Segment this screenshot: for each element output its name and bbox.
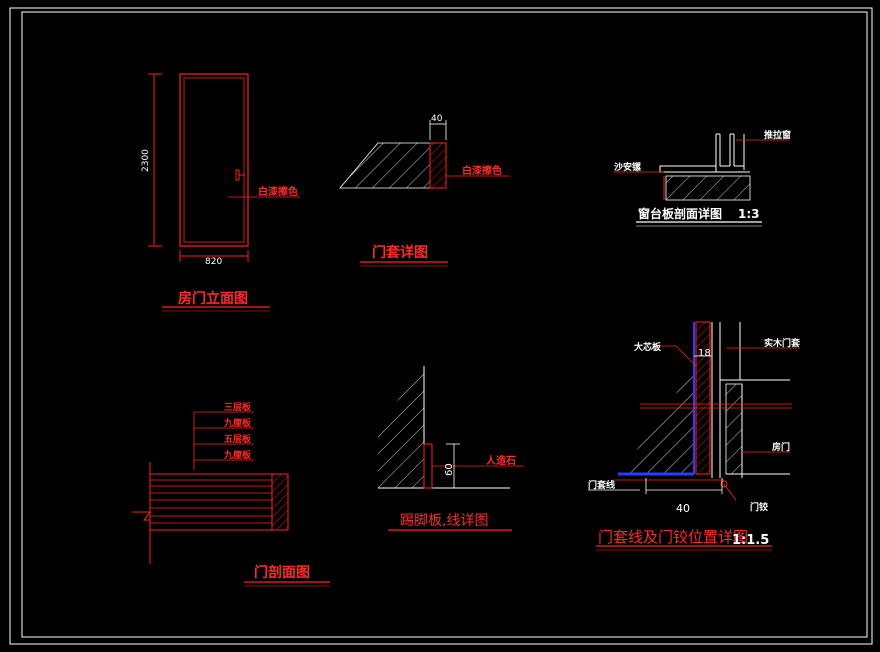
baseboard-material-label: 人造石	[486, 454, 516, 467]
sill-detail-scale: 1:3	[738, 207, 760, 221]
hinge-detail	[588, 321, 800, 551]
hinge-label-right-bottom: 门铰	[750, 501, 768, 513]
hinge-detail-title: 门套线及门铰位置详图	[598, 528, 748, 546]
window-sill-detail	[614, 133, 790, 227]
hinge-label-left-bottom: 门套线	[588, 479, 615, 491]
section-layer-1: 三层板	[224, 401, 252, 413]
sill-label-left: 沙安镙	[614, 161, 641, 173]
hinge-detail-scale: 1:1.5	[732, 533, 769, 548]
hinge-label-left-top: 大芯板	[634, 341, 662, 353]
section-layer-2: 九厘板	[223, 417, 252, 429]
door-elevation-title: 房门立面图	[178, 290, 248, 307]
casing-finish-label: 白漆擦色	[462, 164, 502, 177]
hinge-label-right: 房门	[772, 441, 790, 453]
baseboard-detail-title: 踢脚板,线详图	[400, 513, 488, 529]
door-section-title: 门剖面图	[254, 564, 310, 581]
casing-width-dim: 40	[431, 114, 443, 124]
door-height-dim: 2300	[141, 149, 151, 172]
section-layer-3: 五层板	[224, 433, 252, 445]
door-casing-detail	[339, 120, 510, 267]
door-elevation	[148, 73, 300, 312]
hinge-label-right-top: 实木门套	[764, 337, 801, 349]
section-layer-4: 九厘板	[223, 449, 252, 461]
sill-label-top: 推拉窗	[764, 129, 791, 141]
hinge-dim-bottom: 40	[676, 502, 690, 515]
baseboard-detail	[378, 366, 524, 531]
drawing-frame	[9, 7, 873, 645]
door-width-dim: 820	[205, 257, 222, 267]
sill-detail-title: 窗台板剖面详图	[638, 206, 722, 221]
baseboard-height-dim: 60	[444, 463, 455, 476]
hinge-dim-top: 18	[698, 348, 711, 359]
casing-detail-title: 门套详图	[372, 244, 428, 261]
door-section	[132, 411, 330, 587]
door-finish-label: 白漆擦色	[258, 185, 298, 198]
